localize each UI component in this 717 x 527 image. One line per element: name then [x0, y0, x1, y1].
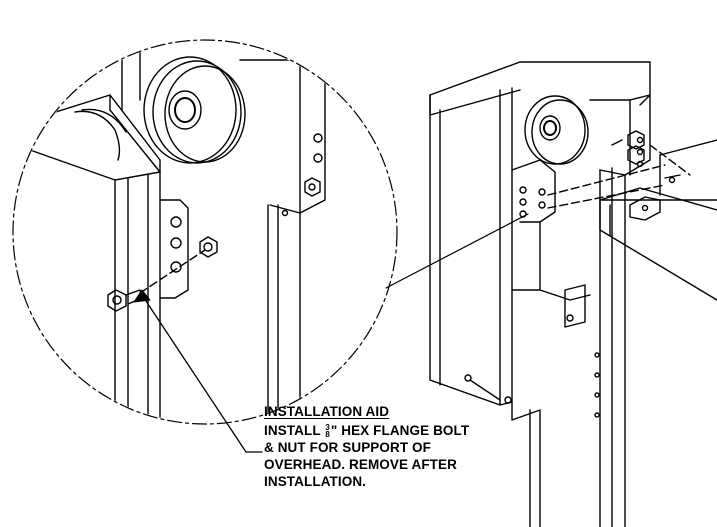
- note-leader: [141, 294, 263, 453]
- main-view: [429, 61, 717, 527]
- fraction-numerator: 3: [325, 423, 330, 433]
- detail-circle: [12, 39, 398, 425]
- note-line-1-start: INSTALL: [264, 423, 325, 438]
- fraction-denominator: 8: [325, 430, 330, 440]
- note-line-1-end: " HEX FLANGE BOLT: [330, 423, 470, 438]
- detail-view: [29, 41, 326, 421]
- detail-leader: [385, 213, 529, 289]
- note-title: INSTALLATION AID: [264, 404, 390, 419]
- note-line-3: OVERHEAD. REMOVE AFTER: [264, 457, 457, 472]
- note-line-4: INSTALLATION.: [264, 474, 367, 489]
- note-line-2: & NUT FOR SUPPORT OF: [264, 440, 431, 455]
